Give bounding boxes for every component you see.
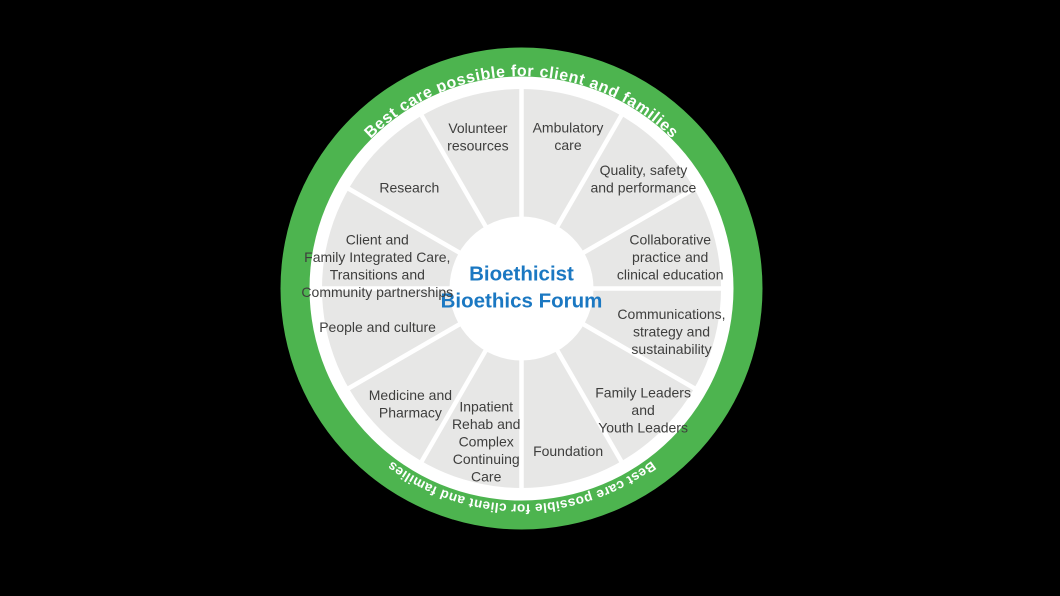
hub-circle	[449, 216, 594, 361]
divider	[580, 186, 697, 256]
segment-dividers	[320, 87, 723, 490]
divider	[419, 113, 489, 230]
divider	[419, 347, 489, 464]
divider	[580, 321, 697, 391]
segment-label-foundation: Foundation	[533, 443, 603, 459]
divider	[554, 113, 624, 230]
segment-label-research: Research	[379, 180, 439, 196]
divider	[346, 186, 463, 256]
center-title-line2: Bioethics Forum	[441, 290, 603, 313]
divider	[346, 321, 463, 391]
segment-label-people-and-culture: People and culture	[319, 319, 436, 335]
divider	[554, 347, 624, 464]
center-title-line1: Bioethicist	[469, 263, 574, 286]
